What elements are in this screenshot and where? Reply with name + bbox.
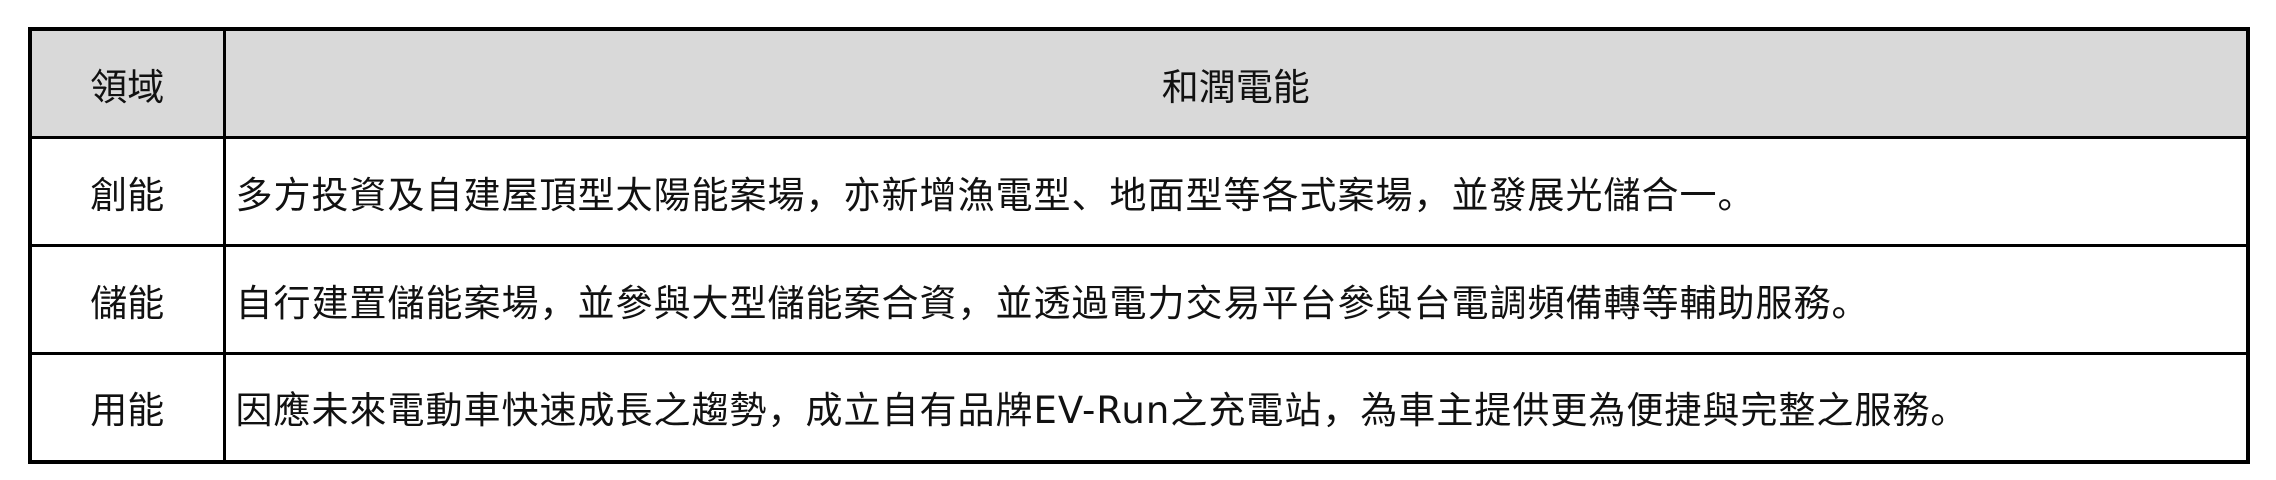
energy-domain-table: 領域 和潤電能 創能 多方投資及自建屋頂型太陽能案場，亦新增漁電型、地面型等各式… [28, 27, 2250, 464]
table-row: 儲能 自行建置儲能案場，並參與大型儲能案合資，並透過電力交易平台參與台電調頻備轉… [28, 244, 2250, 355]
row-description: 多方投資及自建屋頂型太陽能案場，亦新增漁電型、地面型等各式案場，並發展光儲合一。 [222, 136, 2250, 247]
row-description: 自行建置儲能案場，並參與大型儲能案合資，並透過電力交易平台參與台電調頻備轉等輔助… [222, 244, 2250, 355]
row-field: 創能 [28, 136, 226, 247]
table-row: 創能 多方投資及自建屋頂型太陽能案場，亦新增漁電型、地面型等各式案場，並發展光儲… [28, 136, 2250, 247]
table-row: 用能 因應未來電動車快速成長之趨勢，成立自有品牌EV-Run之充電站，為車主提供… [28, 352, 2250, 463]
row-field: 儲能 [28, 244, 226, 355]
header-company: 和潤電能 [222, 27, 2250, 139]
row-field: 用能 [28, 352, 226, 463]
table-header-row: 領域 和潤電能 [28, 27, 2250, 139]
row-description: 因應未來電動車快速成長之趨勢，成立自有品牌EV-Run之充電站，為車主提供更為便… [222, 352, 2250, 463]
header-field: 領域 [28, 27, 226, 139]
